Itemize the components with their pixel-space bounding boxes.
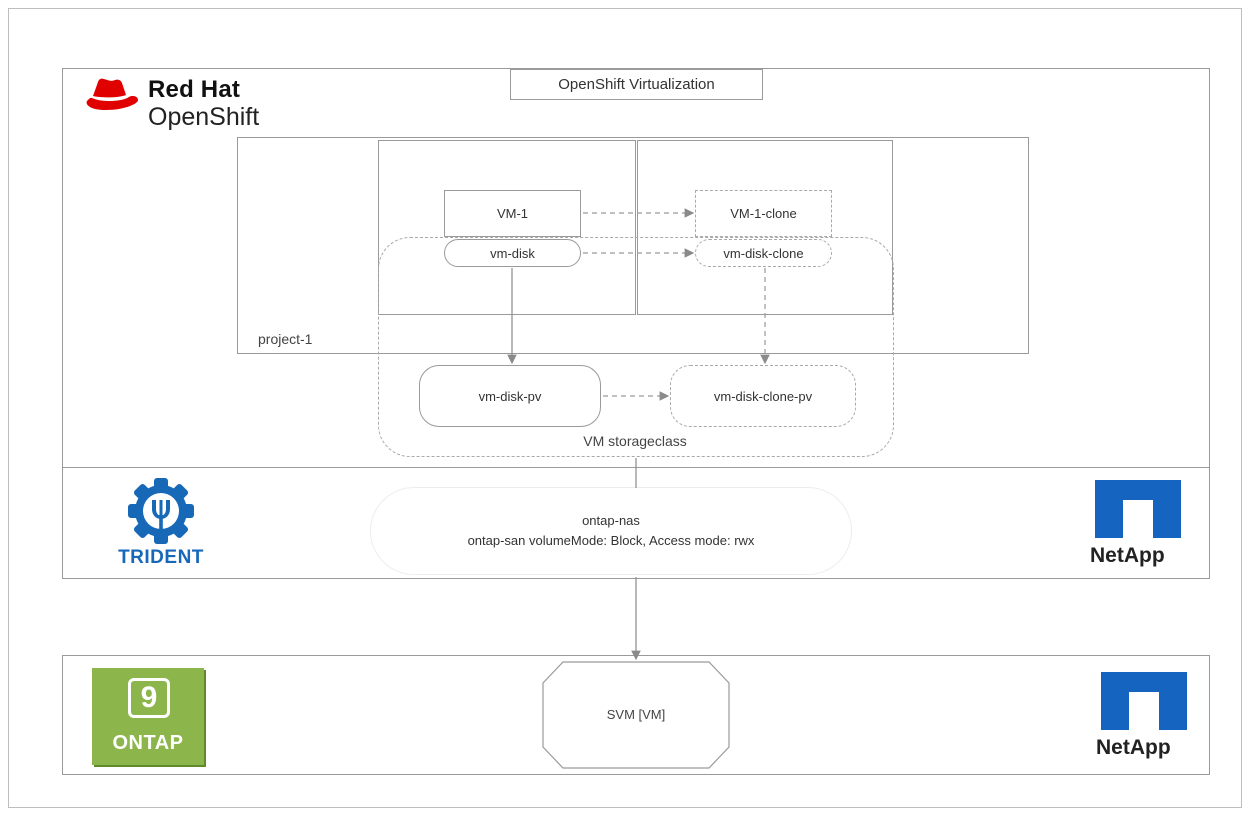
project-box xyxy=(237,137,1029,354)
vm1-clone-label: VM-1-clone xyxy=(730,206,797,221)
trident-info-line1: ontap-nas xyxy=(582,513,640,528)
redhat-hat-icon xyxy=(86,78,138,110)
svm-node-shape xyxy=(542,661,730,769)
netapp-wordmark-top: NetApp xyxy=(1090,544,1165,567)
vm-disk-clone-pv-node: vm-disk-clone-pv xyxy=(670,365,856,427)
vm-disk-clone-node: vm-disk-clone xyxy=(695,239,832,267)
ontap-logo: 9 ONTAP xyxy=(92,668,204,765)
vm1-node: VM-1 xyxy=(444,190,581,237)
diagram-title: OpenShift Virtualization xyxy=(510,69,763,100)
vm-disk-clone-pv-label: vm-disk-clone-pv xyxy=(713,388,813,404)
openshift-wordmark: OpenShift xyxy=(148,103,260,131)
vm-disk-pv-node: vm-disk-pv xyxy=(419,365,601,427)
trident-gear-icon xyxy=(128,478,194,544)
diagram-title-text: OpenShift Virtualization xyxy=(558,76,715,93)
outer-frame xyxy=(8,8,1242,808)
vm1-label: VM-1 xyxy=(496,206,529,221)
project-label: project-1 xyxy=(258,331,313,347)
netapp-logo-bottom: NetApp xyxy=(1096,672,1196,764)
redhat-logo: Red Hat OpenShift xyxy=(82,72,302,134)
ontap-nine-badge: 9 xyxy=(128,678,170,718)
storageclass-label: VM storageclass xyxy=(583,433,687,449)
netapp-logo-top: NetApp xyxy=(1090,480,1190,572)
vm1-container xyxy=(378,140,636,315)
ontap-nine: 9 xyxy=(140,681,158,714)
netapp-mark-icon xyxy=(1101,672,1187,730)
ontap-wordmark: ONTAP xyxy=(112,732,184,754)
svm-label: SVM [VM] xyxy=(606,706,666,722)
trident-info-line2: ontap-san volumeMode: Block, Access mode… xyxy=(467,533,755,548)
vm-disk-node: vm-disk xyxy=(444,239,581,267)
netapp-wordmark-bottom: NetApp xyxy=(1096,736,1171,759)
redhat-wordmark: Red Hat xyxy=(148,76,241,103)
trident-logo: TRIDENT xyxy=(105,477,217,572)
vm1-clone-node: VM-1-clone xyxy=(695,190,832,237)
storageclass-box xyxy=(378,237,894,457)
vm-disk-label: vm-disk xyxy=(490,245,535,261)
vm-disk-pv-label: vm-disk-pv xyxy=(478,388,542,404)
trident-storage-info: ontap-nas ontap-san volumeMode: Block, A… xyxy=(370,487,852,575)
vm-disk-clone-label: vm-disk-clone xyxy=(723,245,804,261)
netapp-mark-icon xyxy=(1095,480,1181,538)
trident-wordmark: TRIDENT xyxy=(118,547,204,568)
